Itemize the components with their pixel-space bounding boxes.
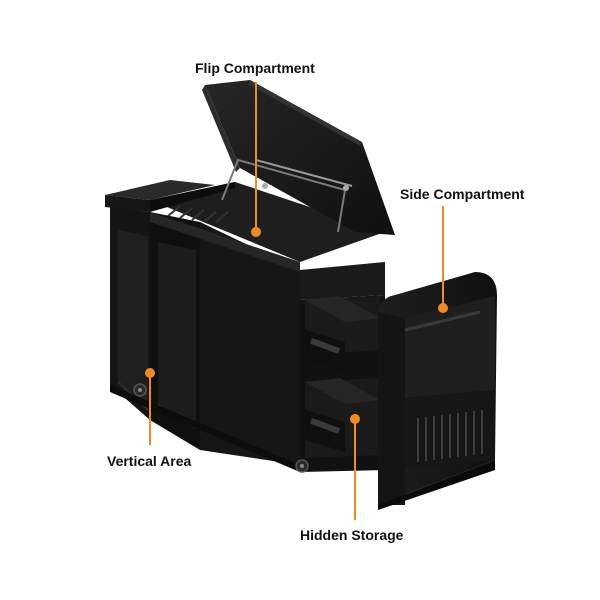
flip-compartment-label: Flip Compartment xyxy=(195,60,315,76)
side-callout-dot xyxy=(438,303,448,313)
side-compartment xyxy=(378,272,497,510)
vertical-callout-dot xyxy=(145,368,155,378)
cabinet-body xyxy=(105,180,385,472)
vertical-area-label: Vertical Area xyxy=(107,453,192,469)
drawer-section xyxy=(300,295,385,472)
side-compartment-label: Side Compartment xyxy=(400,186,525,202)
callouts xyxy=(145,82,448,520)
hidden-callout-dot xyxy=(350,414,360,424)
hidden-storage-label: Hidden Storage xyxy=(300,527,404,543)
flip-callout-dot xyxy=(251,227,261,237)
caster-wheels xyxy=(133,383,309,473)
flip-lid xyxy=(167,80,395,235)
